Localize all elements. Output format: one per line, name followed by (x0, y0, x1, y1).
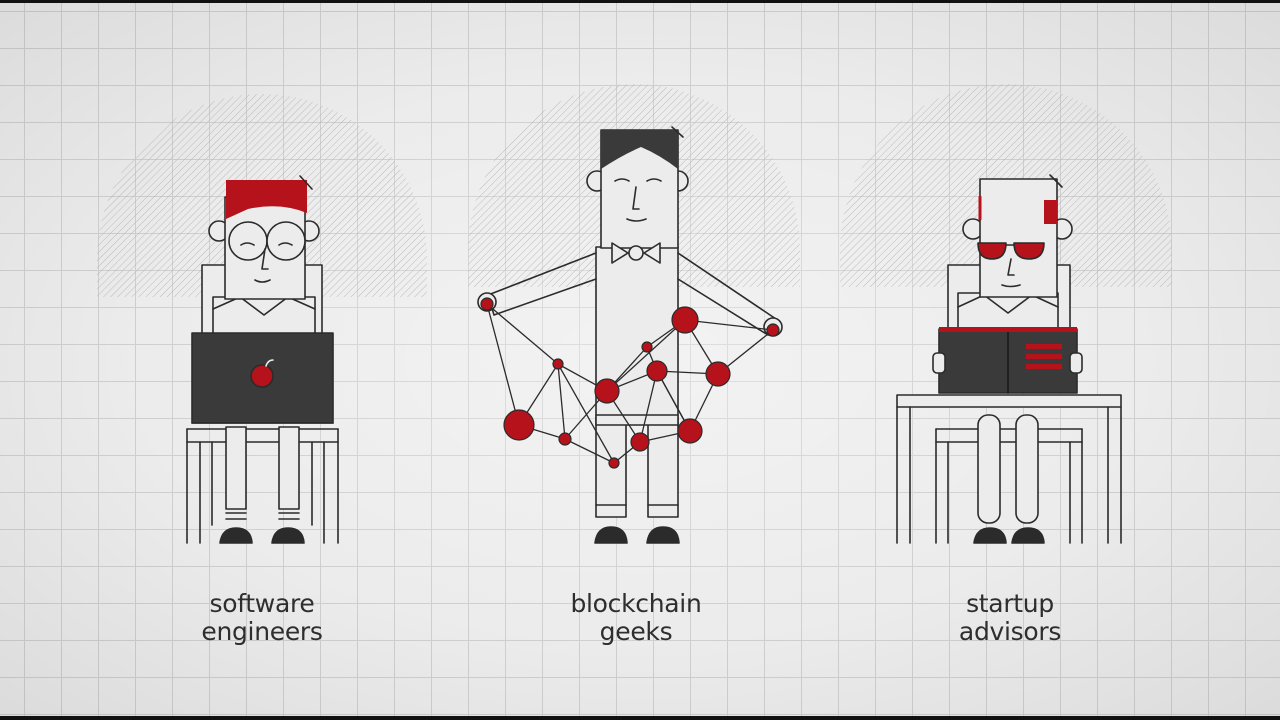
red-hair (226, 180, 307, 219)
network-node (641, 341, 653, 353)
caption-line: advisors (958, 617, 1062, 646)
shoe-right-a (973, 527, 1007, 544)
glasses-right-lens (266, 221, 306, 261)
network-node (766, 323, 780, 337)
network-node (480, 297, 494, 311)
caption-software-engineers: software engineers (132, 590, 392, 646)
shoe-center-b (646, 526, 680, 544)
caption-line: startup (966, 589, 1054, 618)
startup-advisor-figure (896, 174, 1122, 544)
network-node (671, 306, 699, 334)
network-node (630, 432, 650, 452)
network-node (552, 358, 564, 370)
network-node (594, 378, 620, 404)
network-node (503, 409, 535, 441)
shoe-center-a (594, 526, 628, 544)
caption-line: engineers (201, 617, 323, 646)
glasses-left-lens (228, 221, 268, 261)
apple-logo-icon (250, 364, 274, 388)
network-node (608, 457, 620, 469)
bow-tie (611, 242, 661, 264)
blockchain-nodes (480, 297, 780, 469)
software-engineer-figure (186, 175, 339, 544)
caption-line: software (209, 589, 315, 618)
caption-startup-advisors: startup advisors (880, 590, 1140, 646)
dark-hair (601, 130, 678, 169)
network-node (646, 360, 668, 382)
table (896, 394, 1122, 544)
network-node (677, 418, 703, 444)
shoe-right-b (1011, 527, 1045, 544)
shoe-left-a (219, 527, 253, 544)
caption-line: blockchain (570, 589, 702, 618)
network-node (705, 361, 731, 387)
network-node (558, 432, 572, 446)
sunglasses (977, 242, 1045, 260)
shoe-left-b (271, 527, 305, 544)
caption-blockchain-geeks: blockchain geeks (506, 590, 766, 646)
caption-line: geeks (599, 617, 673, 646)
